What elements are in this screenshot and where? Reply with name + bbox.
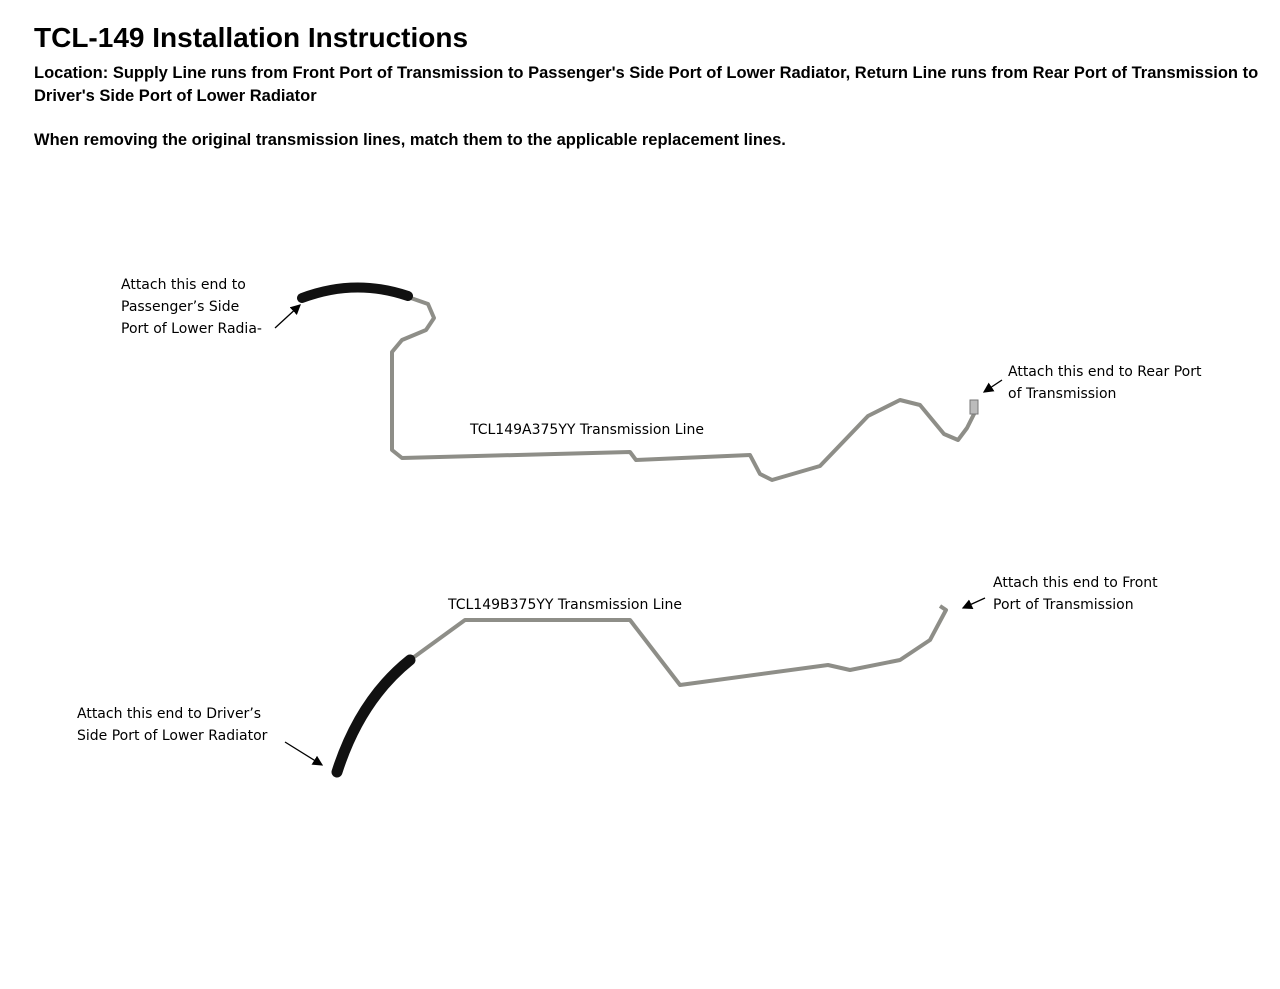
- line-b-name: TCL149B375YY Transmission Line: [448, 597, 682, 613]
- label-line: of Transmission: [1008, 386, 1117, 402]
- line-a-right-label: Attach this end to Rear Port of Transmis…: [1008, 361, 1201, 405]
- label-line: Attach this end to Front: [993, 575, 1158, 591]
- arrow-a-right: [982, 379, 1003, 393]
- fitting-a: [969, 399, 979, 415]
- arrow-b-right: [961, 597, 986, 609]
- label-line: Side Port of Lower Radiator: [77, 728, 268, 744]
- transmission-line-a: [274, 282, 1003, 482]
- tube-b: [408, 604, 948, 687]
- hose-b: [331, 654, 416, 778]
- line-b-right-label: Attach this end to Front Port of Transmi…: [993, 572, 1158, 616]
- location-text: Location: Supply Line runs from Front Po…: [34, 64, 1259, 105]
- label-line: Attach this end to Rear Port: [1008, 364, 1202, 380]
- hose-a: [297, 282, 413, 303]
- instruction-note: When removing the original transmission …: [34, 131, 786, 149]
- arrow-b-left: [284, 741, 324, 766]
- label-line: Attach this end to Driver’s: [77, 706, 262, 722]
- label-line: Attach this end to: [121, 277, 246, 293]
- label-line: Port of Lower Radia-: [121, 321, 262, 337]
- transmission-line-b: [284, 597, 986, 778]
- arrow-a-left: [274, 304, 301, 329]
- label-line: Passenger’s Side: [121, 299, 240, 315]
- tube-a: [390, 295, 978, 482]
- line-a-left-label: Attach this end to Passenger’s Side Port…: [121, 274, 262, 340]
- label-line: Port of Transmission: [993, 597, 1134, 613]
- page-title: TCL-149 Installation Instructions: [34, 22, 469, 53]
- line-a-name: TCL149A375YY Transmission Line: [470, 422, 704, 438]
- line-b-left-label: Attach this end to Driver’s Side Port of…: [77, 703, 267, 747]
